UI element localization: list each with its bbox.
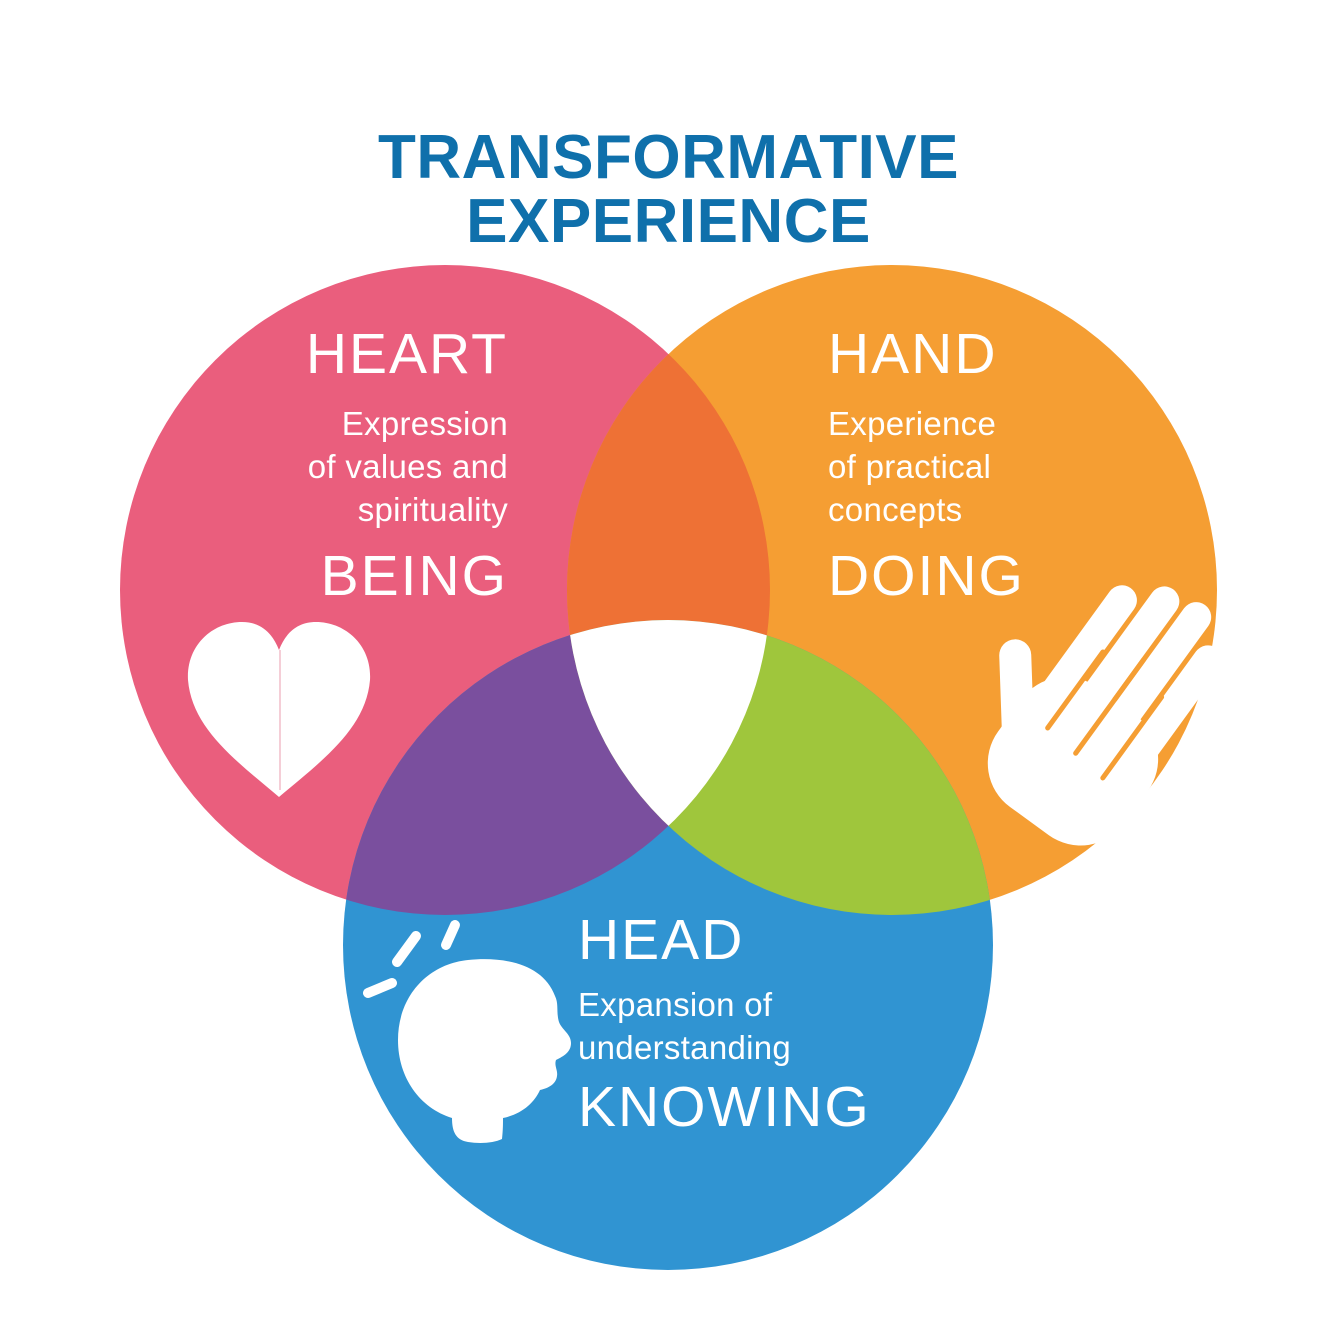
hand-description-line: of practical <box>828 448 992 485</box>
hand-head-overlap <box>567 620 993 915</box>
heart-keyword: BEING <box>320 544 508 608</box>
page-title: TRANSFORMATIVE EXPERIENCE <box>0 126 1337 254</box>
head-icon <box>363 920 571 1143</box>
hand-description-line: Experience <box>828 405 997 442</box>
heart-label-block: HEART Expression of values and spiritual… <box>306 326 508 605</box>
hand-description: Experience of practical concepts <box>828 402 1025 531</box>
hand-label-block: HAND Experience of practical concepts DO… <box>828 326 1025 605</box>
hand-description-line: concepts <box>828 491 963 528</box>
head-description-line: understanding <box>578 1029 792 1066</box>
head-description: Expansion of understanding <box>578 983 871 1069</box>
heart-description-line: Expression <box>341 405 508 442</box>
heart-heading: HEART <box>305 322 508 386</box>
heart-description-line: of values and <box>307 448 508 485</box>
hand-keyword: DOING <box>828 544 1025 608</box>
heart-description-line: spirituality <box>357 491 508 528</box>
heart-head-overlap <box>343 620 770 915</box>
heart-icon <box>187 622 371 797</box>
head-keyword: KNOWING <box>578 1075 871 1139</box>
head-heading: HEAD <box>578 908 745 972</box>
title-line-2: EXPERIENCE <box>466 187 871 256</box>
head-description-line: Expansion of <box>578 986 773 1023</box>
head-label-block: HEAD Expansion of understanding KNOWING <box>578 912 871 1136</box>
hand-heading: HAND <box>828 322 998 386</box>
title-line-1: TRANSFORMATIVE <box>377 123 960 192</box>
hand-icon <box>987 585 1224 846</box>
heart-description: Expression of values and spirituality <box>306 402 508 531</box>
